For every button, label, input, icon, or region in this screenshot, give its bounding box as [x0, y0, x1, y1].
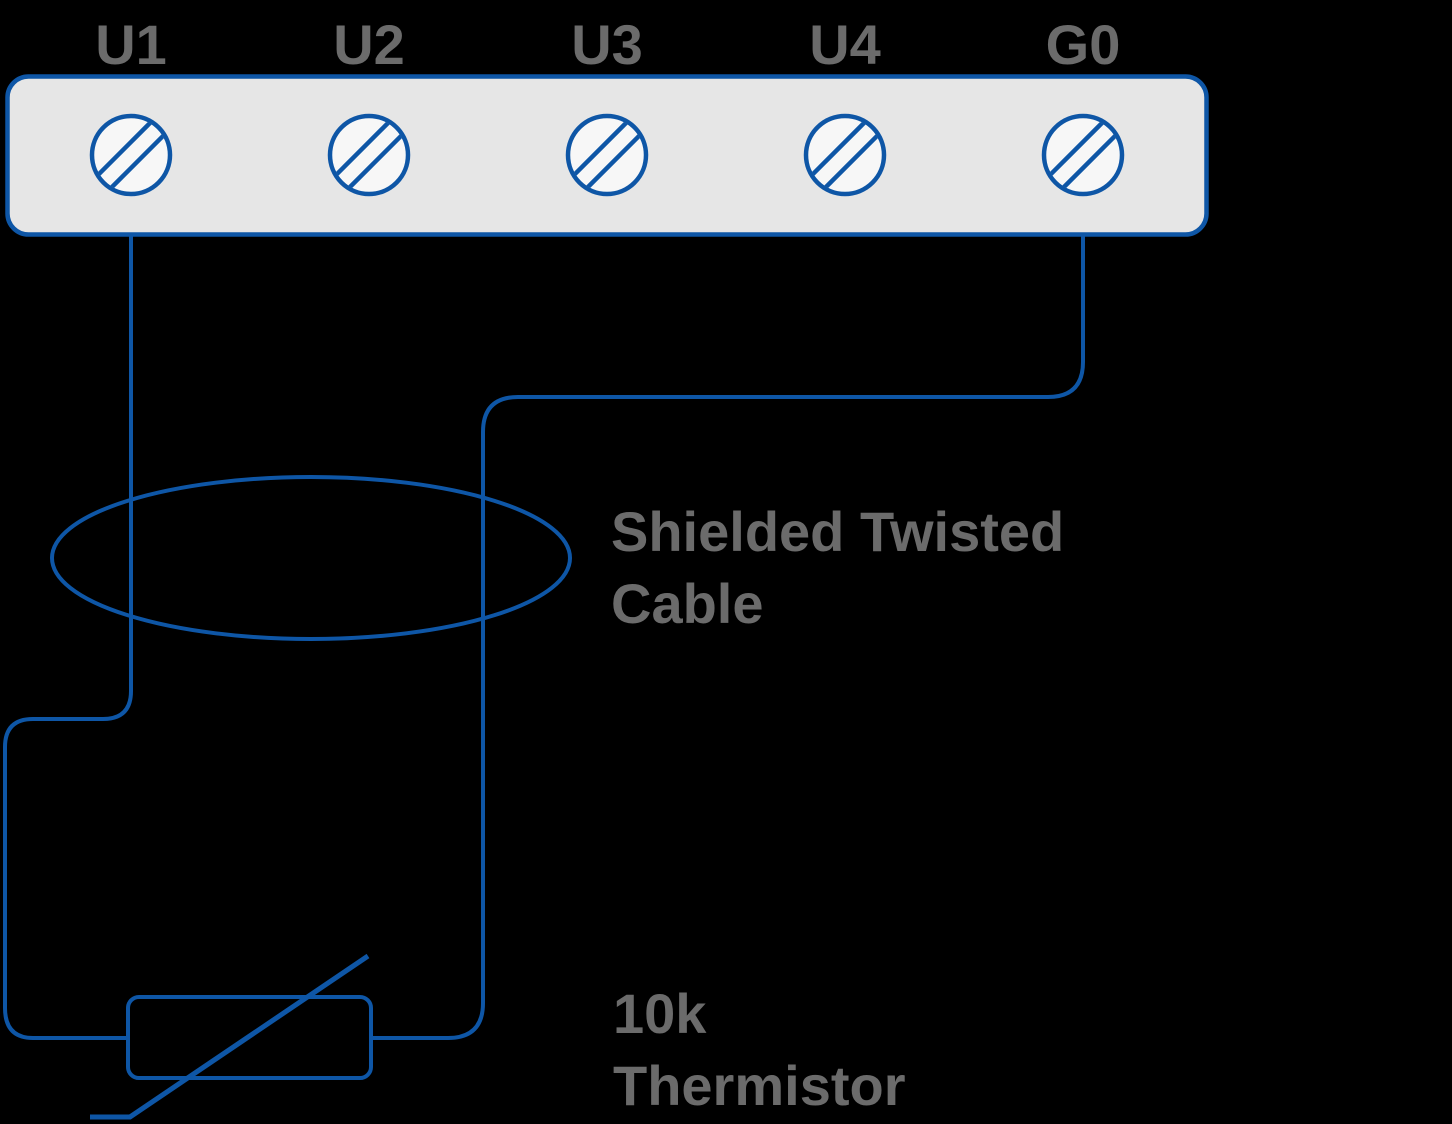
terminal-screws: U1 U2 U3 U4 G0 [89, 13, 1125, 197]
shielded-cable-label-line1: Shielded Twisted [611, 500, 1064, 563]
terminal-screw-icon [803, 113, 887, 197]
terminal-label: U4 [809, 13, 881, 76]
thermistor-strike-line [90, 953, 370, 1120]
terminal-screw-icon [1041, 113, 1125, 197]
terminal-label: U3 [571, 13, 643, 76]
terminal-label: U1 [95, 13, 167, 76]
screw-slot-icon [1046, 118, 1120, 192]
thermistor-body [126, 995, 373, 1080]
screw-slot-icon [808, 118, 882, 192]
terminal-screw-icon [89, 113, 173, 197]
wire-g0 [371, 236, 1085, 1040]
terminal-screw-icon [327, 113, 411, 197]
terminal-label: U2 [333, 13, 405, 76]
screw-slot-icon [94, 118, 168, 192]
terminal-screw-icon [565, 113, 649, 197]
thermistor-label-line2: Thermistor [613, 1054, 906, 1117]
terminal-label: G0 [1046, 13, 1121, 76]
cable-shield-loop-icon [50, 475, 572, 641]
screw-slot-icon [570, 118, 644, 192]
thermistor-label-line1: 10k [613, 982, 707, 1045]
wire-u1 [3, 236, 133, 1040]
screw-slot-icon [332, 118, 406, 192]
shielded-cable-label-line2: Cable [611, 572, 764, 635]
